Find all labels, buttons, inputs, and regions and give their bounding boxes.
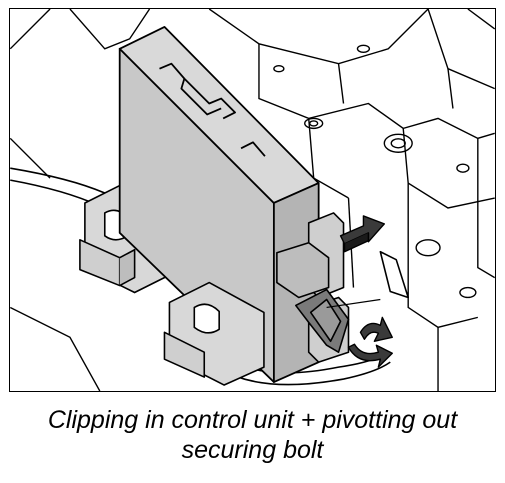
illustration-frame	[9, 8, 496, 392]
push-arrow-icon	[339, 215, 386, 253]
figure-caption: Clipping in control unit + pivotting out…	[0, 405, 505, 465]
body-panel	[10, 9, 495, 391]
control-unit-illustration	[10, 9, 495, 391]
panel-holes	[273, 44, 477, 299]
pivot-arrow-icon	[347, 316, 393, 368]
lower-connector-bracket	[163, 281, 265, 386]
caption-line-2: securing bolt	[181, 436, 324, 464]
caption-line-1: Clipping in control unit + pivotting out	[47, 406, 458, 434]
securing-bolt	[294, 288, 381, 353]
